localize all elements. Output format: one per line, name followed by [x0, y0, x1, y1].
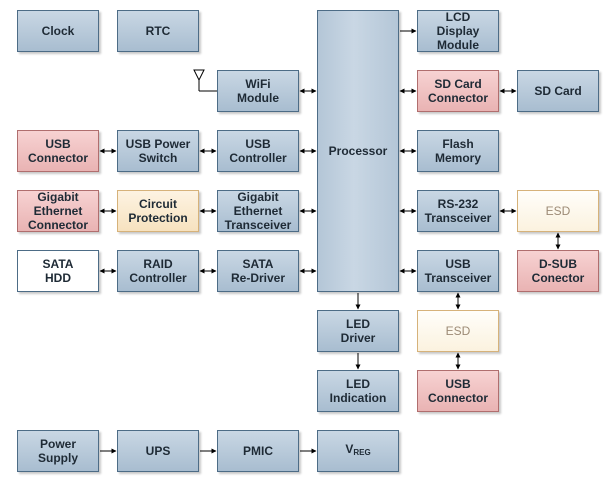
clock-label: Clock — [41, 24, 75, 38]
usb-power-switch-label: USB Power Switch — [125, 137, 191, 165]
vreg-subscript: REG — [353, 448, 371, 457]
rs232-transceiver-block: RS-232 Transceiver — [417, 190, 499, 232]
usb-controller-label: USB Controller — [229, 137, 287, 165]
led-driver-label: LED Driver — [340, 317, 376, 345]
pmic-block: PMIC — [217, 430, 299, 472]
vreg-block: VREG — [317, 430, 399, 472]
gigabit-ethernet-transceiver-block: Gigabit Ethernet Transceiver — [217, 190, 299, 232]
antenna-icon — [193, 69, 217, 92]
usb-connector-left-block: USB Connector — [17, 130, 99, 172]
wifi-module-block: WiFi Module — [217, 70, 299, 112]
lcd-label: LCD Display Module — [436, 10, 480, 52]
ups-block: UPS — [117, 430, 199, 472]
wifi-label: WiFi Module — [237, 77, 279, 105]
rtc-label: RTC — [145, 24, 171, 38]
led-indication-label: LED Indication — [329, 377, 387, 405]
usb-connector-right-block: USB Connector — [417, 370, 499, 412]
usb-controller-block: USB Controller — [217, 130, 299, 172]
pmic-label: PMIC — [243, 444, 273, 458]
clock-block: Clock — [17, 10, 99, 52]
gbe-connector-label: Gigabit Ethernet Connector — [28, 190, 88, 232]
gigabit-ethernet-connector-block: Gigabit Ethernet Connector — [17, 190, 99, 232]
gbe-transceiver-label: Gigabit Ethernet Transceiver — [224, 190, 292, 232]
power-supply-block: Power Supply — [17, 430, 99, 472]
processor-block: Processor — [317, 10, 399, 292]
circuit-protection-label: Circuit Protection — [128, 197, 188, 225]
raid-label: RAID Controller — [129, 257, 187, 285]
rs232-label: RS-232 Transceiver — [424, 197, 492, 225]
dsub-connector-block: D-SUB Conector — [517, 250, 599, 292]
sata-redriver-block: SATA Re-Driver — [217, 250, 299, 292]
vreg-main-text: V — [345, 442, 354, 456]
sd-card-connector-block: SD Card Connector — [417, 70, 499, 112]
lcd-display-module-block: LCD Display Module — [417, 10, 499, 52]
usb-connector-left-label: USB Connector — [28, 137, 88, 165]
power-supply-label: Power Supply — [37, 437, 78, 465]
sd-card-block: SD Card — [517, 70, 599, 112]
led-indication-block: LED Indication — [317, 370, 399, 412]
raid-controller-block: RAID Controller — [117, 250, 199, 292]
rtc-block: RTC — [117, 10, 199, 52]
esd-bottom-label: ESD — [445, 324, 471, 338]
dsub-label: D-SUB Conector — [531, 257, 585, 285]
sata-redriver-label: SATA Re-Driver — [230, 257, 286, 285]
circuit-protection-block: Circuit Protection — [117, 190, 199, 232]
flash-memory-block: Flash Memory — [417, 130, 499, 172]
esd-top-block: ESD — [517, 190, 599, 232]
usb-transceiver-label: USB Transceiver — [424, 257, 492, 285]
usb-transceiver-block: USB Transceiver — [417, 250, 499, 292]
sd-card-label: SD Card — [534, 84, 582, 98]
usb-connector-right-label: USB Connector — [428, 377, 488, 405]
sata-hdd-label: SATA HDD — [42, 257, 74, 285]
ups-label: UPS — [145, 444, 171, 458]
vreg-label: VREG — [345, 442, 370, 460]
sata-hdd-block: SATA HDD — [17, 250, 99, 292]
usb-power-switch-block: USB Power Switch — [117, 130, 199, 172]
flash-label: Flash Memory — [434, 137, 481, 165]
led-driver-block: LED Driver — [317, 310, 399, 352]
processor-label: Processor — [328, 144, 388, 158]
sd-connector-label: SD Card Connector — [428, 77, 488, 105]
esd-top-label: ESD — [545, 204, 571, 218]
esd-bottom-block: ESD — [417, 310, 499, 352]
